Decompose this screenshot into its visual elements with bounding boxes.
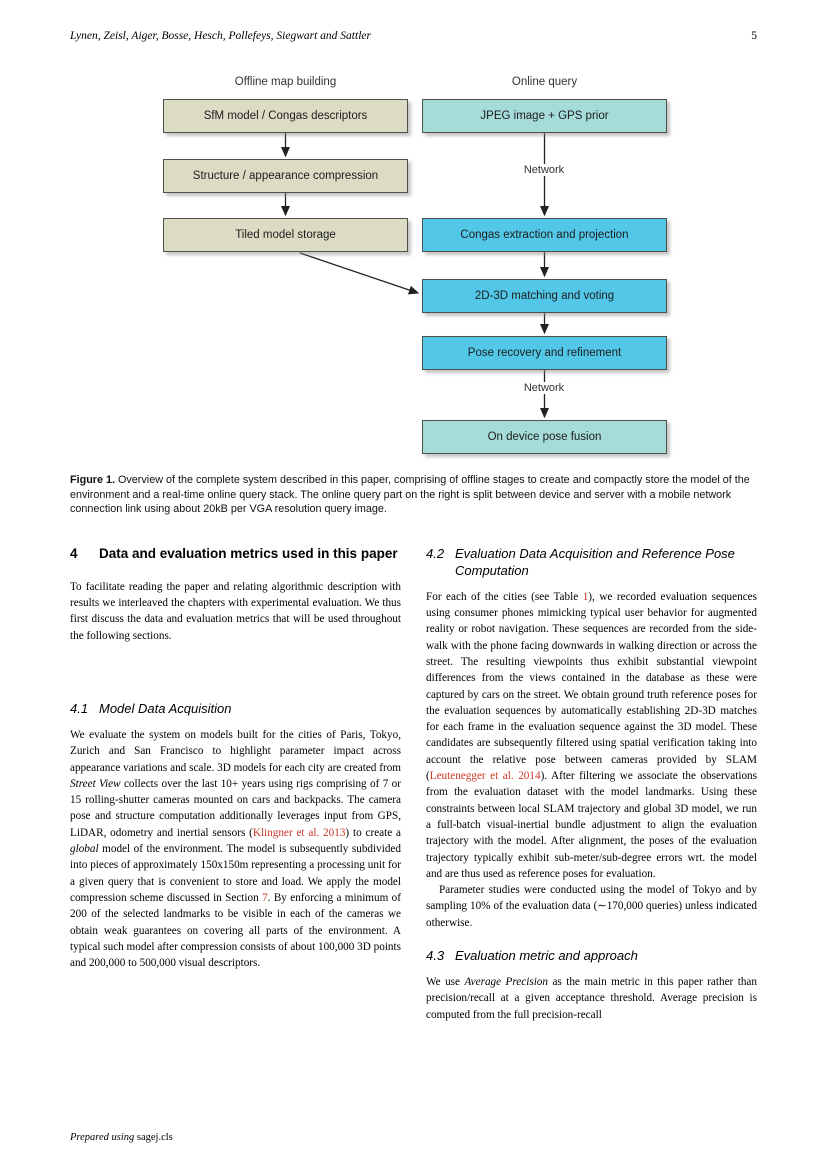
figure-caption: Figure 1. Overview of the complete syste… (70, 473, 757, 517)
flow-arrows-layer (280, 133, 550, 419)
system-flowchart: Offline map building Online query SfM mo… (70, 76, 757, 461)
text-segment: Average Precision (464, 976, 548, 989)
text-segment: We evaluate the system on models built f… (70, 728, 401, 774)
two-column-body: 4 Data and evaluation metrics used in th… (70, 545, 757, 1023)
section-4-2-number: 4.2 (426, 545, 445, 561)
running-head-authors: Lynen, Zeisl, Aiger, Bosse, Hesch, Polle… (70, 30, 371, 42)
citation-link[interactable]: 1 (582, 590, 589, 603)
online-column-label: Online query (511, 76, 578, 88)
flow-box-jpeg-gps-prior: JPEG image + GPS prior (422, 99, 667, 133)
page-footer: Prepared using sagej.cls (70, 1132, 173, 1143)
flow-box-sfm-model: SfM model / Congas descriptors (163, 99, 408, 133)
text-segment: collects over the last 10+ years using r… (70, 777, 401, 839)
text-segment: ) to create a (345, 826, 401, 839)
page-header: Lynen, Zeisl, Aiger, Bosse, Hesch, Polle… (70, 0, 757, 42)
section-4-1-title: Model Data Acquisition (99, 700, 232, 716)
text-segment: Parameter studies were conducted using t… (426, 884, 757, 929)
figure-caption-text: Overview of the complete system describe… (70, 474, 750, 516)
section-4-2-title: Evaluation Data Acquisition and Referenc… (455, 545, 735, 578)
text-segment: To facilitate reading the paper and rela… (70, 580, 401, 642)
network-label-upper: Network (518, 164, 570, 176)
footer-class-name: sagej.cls (136, 1132, 173, 1143)
section-4-heading: 4 Data and evaluation metrics used in th… (70, 545, 401, 563)
paragraph-4-2-a: For each of the cities (see Table 1), we… (426, 589, 757, 882)
paragraph-4-3: We use Average Precision as the main met… (426, 974, 757, 1023)
paragraph-section-4-intro: To facilitate reading the paper and rela… (70, 579, 401, 644)
section-4-number: 4 (70, 545, 78, 561)
text-segment: Street View (70, 777, 121, 790)
paragraph-4-1: We evaluate the system on models built f… (70, 727, 401, 971)
text-segment: global (70, 843, 99, 856)
section-4-3-heading: 4.3 Evaluation metric and approach (426, 947, 757, 964)
text-segment: We use (426, 976, 465, 989)
citation-link[interactable]: Leutenegger et al. 2014 (429, 770, 541, 783)
text-segment: model of the environment. The model is s… (70, 843, 401, 904)
flow-box-on-device-pose-fusion: On device pose fusion (422, 420, 667, 454)
section-4-2-heading: 4.2 Evaluation Data Acquisition and Refe… (426, 545, 757, 579)
citation-link[interactable]: 7 (262, 891, 268, 904)
flow-box-2d3d-matching: 2D-3D matching and voting (422, 279, 667, 313)
text-segment: as the main metric in this paper rather … (426, 976, 757, 1021)
left-column: 4 Data and evaluation metrics used in th… (70, 545, 401, 1023)
text-segment: . By enforcing a minimum of 200 of the s… (70, 891, 401, 970)
figure-caption-label: Figure 1. (70, 474, 115, 486)
paragraph-4-2-b: Parameter studies were conducted using t… (426, 882, 757, 931)
citation-link[interactable]: Klingner et al. 2013 (252, 826, 346, 839)
section-4-1-heading: 4.1 Model Data Acquisition (70, 700, 401, 717)
footer-prepared-text: Prepared using (70, 1132, 137, 1143)
page-number: 5 (751, 30, 757, 42)
flow-box-pose-recovery: Pose recovery and refinement (422, 336, 667, 370)
text-segment: ), we recorded evaluation sequences usin… (426, 590, 757, 783)
flow-box-tiled-model-storage: Tiled model storage (163, 218, 408, 252)
network-label-lower: Network (518, 382, 570, 394)
section-4-3-title: Evaluation metric and approach (455, 948, 638, 964)
offline-column-label: Offline map building (234, 76, 337, 88)
right-column: 4.2 Evaluation Data Acquisition and Refe… (426, 545, 757, 1023)
text-segment: For each of the cities (see Table (426, 590, 583, 603)
text-segment: ). After filtering we associate the obse… (426, 770, 757, 880)
section-4-3-number: 4.3 (426, 948, 445, 964)
figure-1: Offline map building Online query SfM mo… (70, 76, 757, 517)
flow-box-structure-compression: Structure / appearance compression (163, 159, 408, 193)
flow-box-congas-extraction: Congas extraction and projection (422, 218, 667, 252)
section-4-1-number: 4.1 (70, 700, 89, 716)
section-4-title: Data and evaluation metrics used in this… (99, 545, 398, 561)
